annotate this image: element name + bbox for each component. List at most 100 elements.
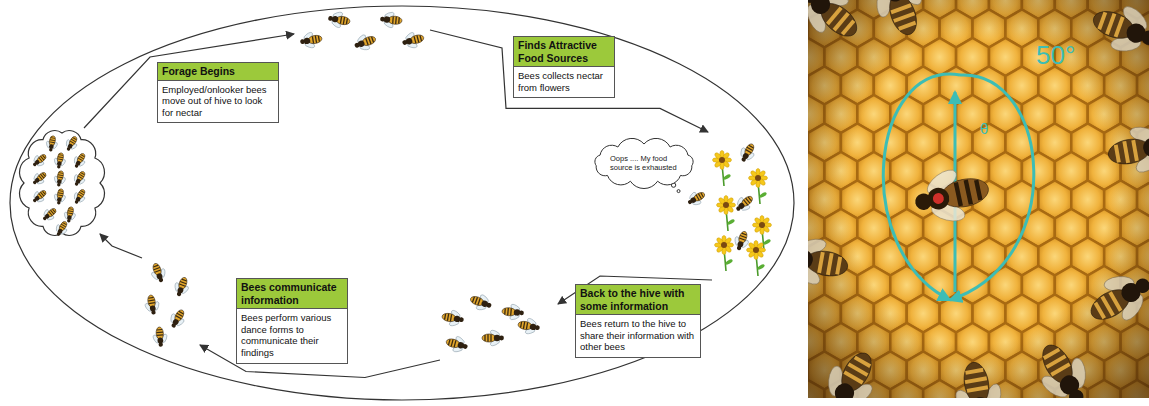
bee-icon	[78, 194, 82, 197]
honeycomb-photo	[808, 0, 1149, 398]
bee-icon	[472, 297, 474, 303]
bee-icon	[808, 248, 850, 279]
bee-icon	[179, 311, 184, 314]
cycle-arrow	[100, 234, 142, 258]
bee-icon	[154, 267, 160, 269]
bee-icon	[157, 329, 162, 331]
bee-icon	[327, 9, 352, 30]
bee-icon	[441, 308, 466, 329]
bee-icon	[177, 313, 183, 316]
bee-icon	[402, 40, 408, 46]
cycle-arrow	[430, 30, 708, 132]
bee-icon	[58, 174, 63, 176]
bee-icon	[62, 134, 81, 154]
bee-icon	[180, 281, 186, 283]
bee-icon	[176, 291, 182, 297]
bee-icon	[69, 208, 73, 210]
bee-icon	[56, 232, 61, 237]
bee-icon	[60, 226, 64, 229]
bee-icon	[420, 35, 422, 41]
flower-patch	[713, 151, 772, 277]
angle-label: θ	[980, 120, 988, 137]
bee-icon	[166, 306, 190, 331]
bee-icon	[81, 155, 85, 157]
bee-icon	[156, 332, 163, 334]
bee-icon	[478, 298, 480, 305]
flower-icon	[721, 242, 727, 248]
bee-icon	[966, 370, 984, 373]
bee-icon	[74, 182, 79, 187]
bee-icon	[32, 198, 37, 203]
flower-icon	[723, 173, 732, 180]
bee-icon	[59, 190, 63, 192]
bee-icon	[739, 238, 745, 240]
bee-icon	[79, 192, 84, 195]
bee-icon	[400, 29, 426, 52]
bee-icon	[1046, 356, 1065, 367]
bee-icon	[39, 205, 59, 225]
bee-icon	[914, 192, 933, 211]
bee-icon	[504, 308, 506, 314]
bee-icon	[151, 310, 156, 315]
box-heading: Finds Attractive Food Sources	[514, 37, 614, 67]
bee-icon	[147, 261, 169, 285]
bee-icon	[299, 30, 324, 51]
bee-icon	[153, 265, 158, 267]
bee-icon	[828, 253, 832, 275]
bee-icon	[369, 37, 372, 44]
flower-icon	[723, 202, 729, 208]
waggle-dance-path	[883, 74, 1033, 300]
bee-icon	[1024, 333, 1103, 398]
bee-icon	[42, 216, 47, 221]
bee-icon	[73, 138, 77, 140]
bee-icon	[151, 326, 168, 347]
bee-icon	[29, 169, 49, 189]
bee-icon	[808, 230, 852, 293]
honeycomb	[808, 0, 1149, 398]
bee-icon	[526, 322, 527, 329]
bee-icon	[29, 187, 49, 207]
bee-icon	[748, 197, 751, 201]
bee-icon	[52, 188, 67, 206]
bee-icon	[808, 248, 814, 270]
flower-icon	[753, 216, 772, 252]
bee-icon	[182, 279, 187, 281]
bee-icon	[179, 284, 185, 286]
bee-icon	[79, 174, 84, 177]
bee-icon	[32, 180, 37, 185]
process-box: Back to the hive with some informationBe…	[575, 284, 701, 358]
bee-icon	[155, 270, 161, 272]
bee-icon	[78, 176, 82, 179]
cycle-arrow	[84, 34, 294, 128]
bee-icon	[1124, 141, 1128, 163]
bee-icon	[808, 0, 872, 53]
bee-icon	[1095, 303, 1104, 318]
bee-icon	[81, 191, 85, 193]
bee-icon	[732, 191, 757, 216]
bee-icon	[444, 333, 470, 356]
bee-icon	[158, 277, 164, 283]
process-box: Bees communicate informationBees perform…	[236, 278, 348, 364]
bee-icon	[828, 395, 848, 398]
bee-icon	[510, 308, 512, 315]
bee-icon	[70, 151, 89, 171]
bee-icon	[70, 141, 74, 144]
bee-icon	[701, 193, 704, 197]
box-text: Employed/onlooker bees move out of hive …	[158, 81, 278, 123]
bee-icon	[966, 180, 971, 204]
bee-icon	[855, 357, 870, 366]
box-text: Bees collects nectar from flowers	[514, 67, 614, 97]
flower-icon	[719, 157, 725, 163]
bee-icon	[947, 358, 1010, 398]
bee-icon	[891, 5, 911, 12]
flower-icon	[715, 236, 734, 272]
bee-icon	[42, 191, 45, 194]
bee-icon	[143, 294, 162, 316]
bee-icon	[842, 21, 854, 35]
bee-icon	[57, 201, 61, 205]
bee-icon	[1106, 136, 1149, 167]
bee-icon	[42, 155, 45, 158]
flower-icon	[753, 247, 759, 253]
bee-icon	[366, 38, 368, 45]
